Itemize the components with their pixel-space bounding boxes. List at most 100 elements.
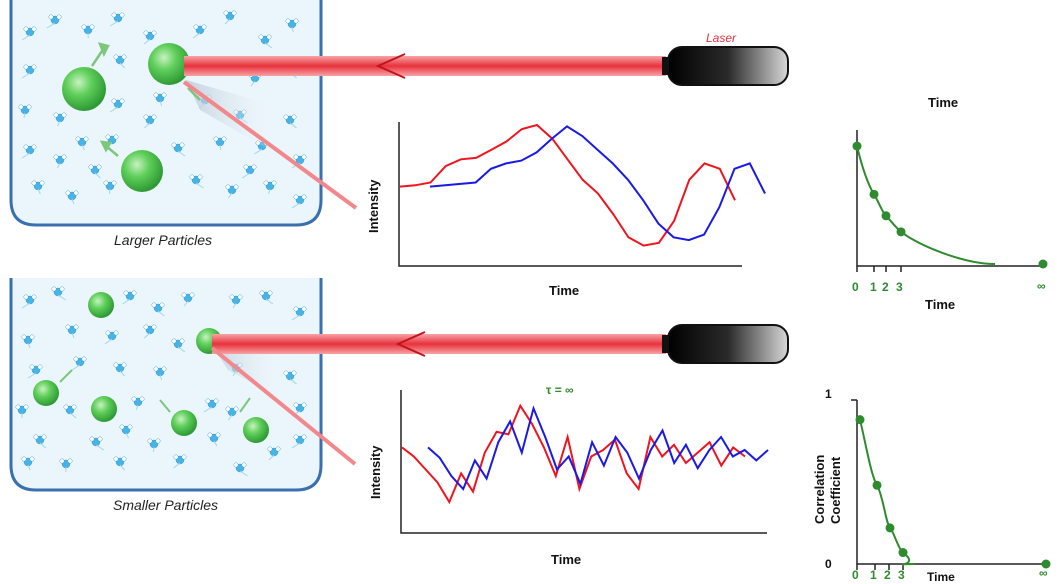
axes — [398, 122, 742, 267]
scatter-cone — [210, 342, 295, 400]
solvent-molecule — [53, 154, 67, 169]
container-smaller — [9, 278, 323, 492]
container-larger — [9, 0, 323, 227]
tick-2: 2 — [882, 280, 889, 294]
caption-smaller-particles: Smaller Particles — [113, 497, 219, 513]
decay-curve — [856, 145, 996, 265]
correlation-ylabel-line1: Correlation — [812, 454, 827, 524]
solvent-molecule — [21, 144, 37, 159]
solvent-molecule — [31, 180, 45, 195]
solvent-molecule — [153, 366, 167, 381]
solvent-molecule — [75, 136, 89, 151]
solvent-molecule — [65, 190, 79, 205]
large-particle — [121, 150, 163, 192]
solvent-molecule — [258, 34, 273, 49]
solvent-molecule — [263, 180, 277, 195]
solvent-molecule — [291, 154, 307, 169]
solvent-molecule — [143, 30, 157, 45]
solvent-molecule — [207, 432, 221, 447]
scattered-ray — [182, 80, 358, 210]
laser-beam-top — [182, 53, 666, 210]
solvent-molecule — [104, 330, 119, 345]
solvent-molecule — [181, 292, 195, 307]
solvent-molecule — [291, 194, 307, 209]
motion-arrows — [90, 42, 201, 157]
beam-direction-arrow — [395, 331, 426, 357]
solvent-molecule — [33, 434, 47, 449]
large-particle — [148, 43, 190, 85]
intensity-trace-red — [401, 403, 746, 505]
solvent-molecule — [18, 104, 32, 119]
intensity-trace-blue — [427, 405, 769, 491]
solvent-molecule — [65, 324, 79, 339]
intensity-xlabel-bottom: Time — [551, 552, 582, 567]
solvent-molecule — [143, 324, 157, 339]
solvent-molecule — [291, 306, 307, 321]
solvent-molecule — [225, 184, 239, 199]
solvent-molecule — [173, 454, 187, 469]
correlation-point — [852, 141, 862, 151]
intensity-plot-bottom — [400, 390, 769, 534]
solvent-molecule — [291, 434, 307, 449]
correlation-point — [1041, 559, 1051, 569]
solvent-molecule — [21, 294, 37, 309]
large-particle — [62, 67, 106, 111]
solvent-molecule — [113, 456, 127, 471]
tick-3: 3 — [896, 280, 903, 294]
intensity-xlabel-top: Time — [549, 283, 580, 298]
solvent-molecule — [113, 54, 127, 69]
solvent-molecule — [131, 396, 145, 411]
solvent-molecule — [259, 290, 274, 305]
solvent-molecule — [88, 164, 102, 179]
beam-direction-arrow — [375, 53, 406, 79]
tick-2: 2 — [884, 568, 891, 582]
small-particle — [91, 396, 117, 422]
correlation-plot-bottom — [851, 399, 1051, 570]
tick-3: 3 — [898, 568, 905, 582]
solvent-molecule — [27, 364, 43, 379]
solvent-molecule — [223, 10, 237, 25]
correlation-point — [869, 189, 879, 199]
solvent-molecules — [15, 286, 307, 477]
correlation-point — [896, 227, 906, 237]
intensity-trace-blue — [429, 125, 766, 242]
scatter-cone — [186, 80, 290, 150]
solvent-molecule — [241, 164, 257, 179]
laser-label: Laser — [706, 31, 737, 45]
solvent-molecule — [285, 18, 299, 33]
solvent-molecule — [63, 404, 77, 419]
solvent-molecule — [189, 174, 204, 189]
solvent-molecule — [229, 294, 243, 309]
solvent-molecule — [71, 356, 87, 371]
tick-infinity: ∞ — [1037, 279, 1046, 293]
solvent-molecule — [213, 136, 227, 151]
solvent-molecule — [203, 398, 219, 413]
solvent-molecule — [51, 286, 67, 301]
solvent-molecule — [113, 362, 127, 377]
intensity-ylabel-top: Intensity — [366, 179, 381, 233]
small-particle — [171, 410, 197, 436]
solvent-molecule — [267, 446, 281, 461]
decay-curve — [859, 419, 916, 566]
correlation-points — [852, 141, 1048, 269]
axes — [856, 400, 1044, 565]
tick-1: 1 — [870, 568, 877, 582]
intensity-plot-top — [398, 122, 766, 267]
laser-device-top — [662, 46, 789, 86]
correlation-points — [855, 415, 1051, 569]
solvent-molecule — [119, 424, 133, 439]
solvent-molecule — [143, 114, 157, 129]
solvent-molecule — [59, 458, 73, 473]
correlation-xlabel-top: Time — [925, 297, 956, 312]
solvent-molecule — [147, 438, 161, 453]
small-particle — [33, 380, 59, 406]
axes — [400, 390, 767, 534]
correlation-point — [1038, 259, 1048, 269]
intensity-trace-red — [399, 123, 736, 247]
solvent-molecule — [53, 112, 67, 127]
tick-0: 0 — [852, 280, 859, 294]
solvent-molecule — [171, 338, 186, 353]
solvent-molecule — [192, 24, 207, 39]
laser-device-bottom — [662, 324, 789, 364]
solvent-molecule — [151, 302, 165, 317]
